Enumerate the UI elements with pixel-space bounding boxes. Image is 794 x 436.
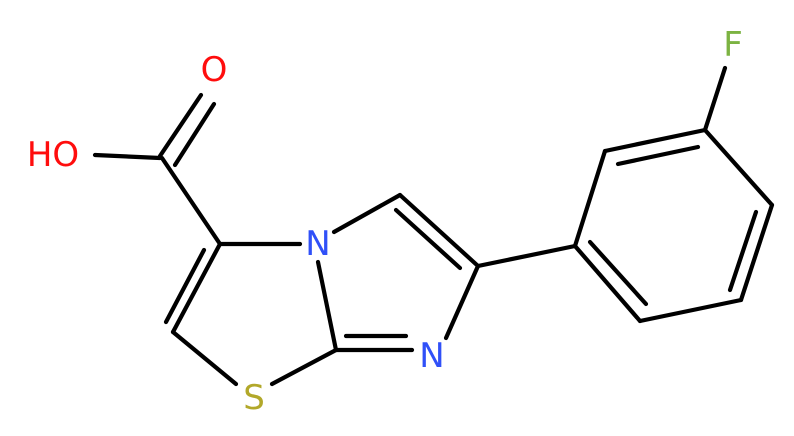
atom-labels: O HO N N S F (27, 25, 743, 418)
hydroxyl-label: HO (27, 135, 79, 175)
bond-c2-s (170, 329, 239, 387)
bond-c6-phenyl (475, 243, 578, 269)
bonds (92, 65, 775, 387)
bond-ph4-ph5-inner (727, 209, 759, 293)
bond-n4-c7a (315, 259, 339, 353)
bond-ph4-ph5 (738, 202, 775, 303)
nitrogen-imine-label: N (419, 336, 444, 376)
bond-n7-c6 (443, 263, 481, 341)
bond-c3-c2-inner (163, 247, 207, 325)
sulfur-label: S (243, 378, 265, 418)
bond-c-oh (92, 152, 163, 161)
bond-c-f (702, 65, 728, 133)
bond-ph6-ph1 (572, 243, 643, 324)
bond-c3-c2 (170, 241, 223, 335)
bond-ph5-ph6 (637, 297, 744, 324)
oxygen-label: O (201, 50, 228, 90)
bond-c-o-double-a (157, 92, 204, 159)
bond-c6-c5-inner (393, 207, 463, 271)
bond-c-o-double-b (172, 101, 217, 168)
bond-s-c7a (269, 347, 339, 387)
bond-acid-ring (159, 155, 223, 247)
bond-c6-c5 (397, 192, 481, 269)
nitrogen-bridge-label: N (305, 224, 330, 264)
fluorine-label: F (723, 25, 743, 65)
bond-ph1-ph2 (572, 148, 608, 249)
bond-ph3-ph4 (702, 127, 775, 208)
bond-ph2-ph3-inner (615, 144, 701, 167)
bond-ph6-ph1-inner (587, 239, 649, 307)
bond-ph2-ph3 (602, 127, 708, 154)
bond-c5-n4 (331, 192, 403, 235)
